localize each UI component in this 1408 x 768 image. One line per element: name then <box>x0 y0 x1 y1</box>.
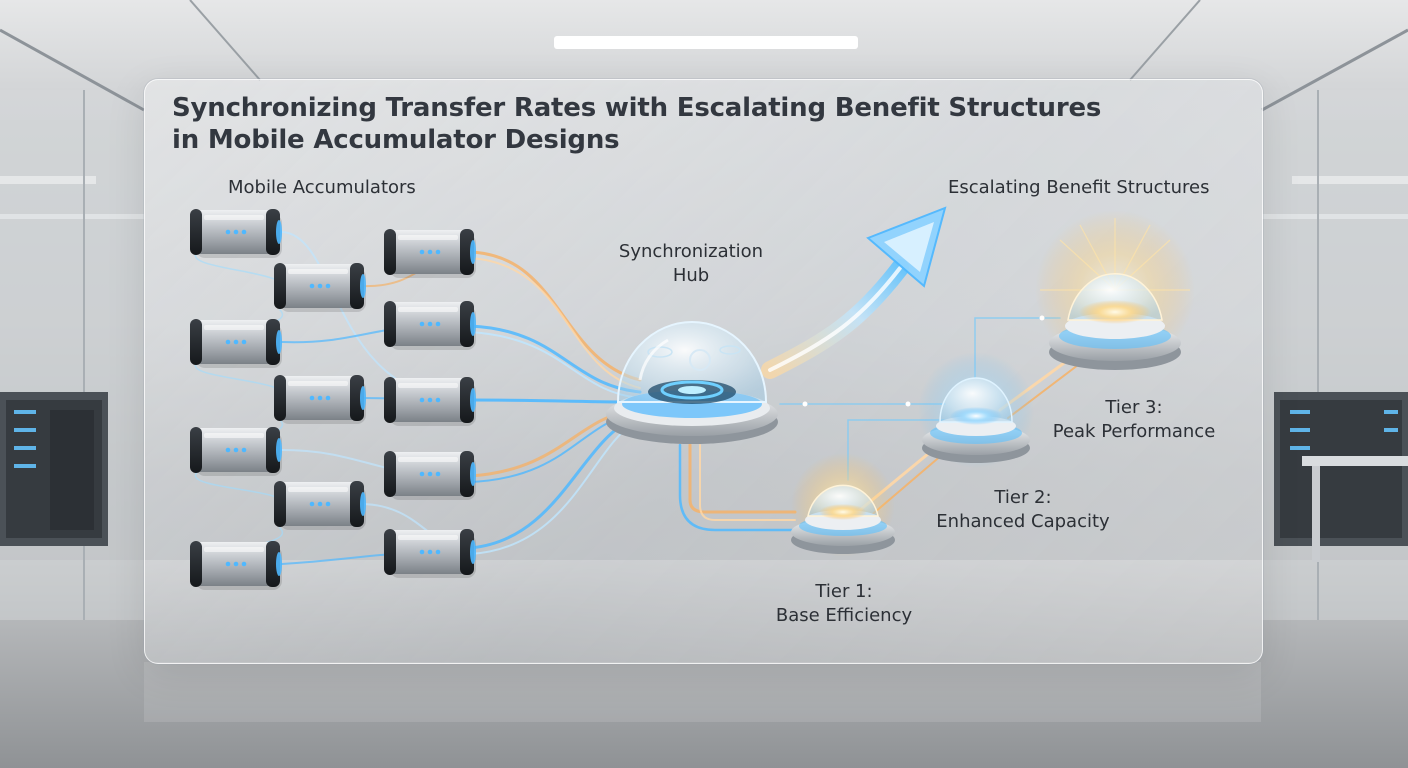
tier-3-name: Peak Performance <box>1052 421 1216 442</box>
battery-icon <box>384 229 476 278</box>
battery-icon <box>190 319 282 368</box>
battery-icon <box>274 263 366 312</box>
escalating-benefit-label: Escalating Benefit Structures <box>948 177 1210 198</box>
battery-group <box>190 209 476 590</box>
tier-1-pedestal-icon <box>791 453 895 557</box>
battery-icon <box>274 481 366 530</box>
tier-3-label: Tier 3: Peak Performance <box>1036 396 1232 444</box>
tier-1-label: Tier 1: Base Efficiency <box>754 580 934 628</box>
synchronization-hub-icon <box>606 321 778 444</box>
tier-3-title: Tier 3: <box>1105 397 1163 418</box>
server-rack-right <box>1274 392 1408 562</box>
battery-icon <box>190 541 282 590</box>
tier-1-title: Tier 1: <box>815 581 873 602</box>
tier-1-name: Base Efficiency <box>775 605 913 626</box>
title-line-1: Synchronizing Transfer Rates with Escala… <box>172 93 1102 123</box>
tier-3-pedestal-icon <box>1035 210 1195 370</box>
battery-icon <box>190 427 282 476</box>
battery-icon <box>274 375 366 424</box>
escalation-arrow-icon <box>761 206 947 379</box>
tier-2-title: Tier 2: <box>994 487 1052 508</box>
battery-icon <box>384 529 476 578</box>
hub-label-line-1: Synchronization <box>618 241 764 262</box>
tier-2-name: Enhanced Capacity <box>936 511 1110 532</box>
battery-icon <box>384 301 476 350</box>
tier-2-label: Tier 2: Enhanced Capacity <box>918 486 1128 534</box>
mobile-accumulators-label: Mobile Accumulators <box>228 177 416 198</box>
battery-icon <box>190 209 282 258</box>
hub-label-line-2: Hub <box>672 265 710 286</box>
tier-2-pedestal-icon <box>918 352 1034 468</box>
ceiling-light <box>554 36 858 49</box>
hub-label: Synchronization Hub <box>596 240 786 288</box>
battery-icon <box>384 377 476 426</box>
title-line-2: in Mobile Accumulator Designs <box>172 125 620 155</box>
diagram-title: Synchronizing Transfer Rates with Escala… <box>172 92 1132 156</box>
server-rack-left <box>0 392 108 546</box>
battery-icon <box>384 451 476 500</box>
